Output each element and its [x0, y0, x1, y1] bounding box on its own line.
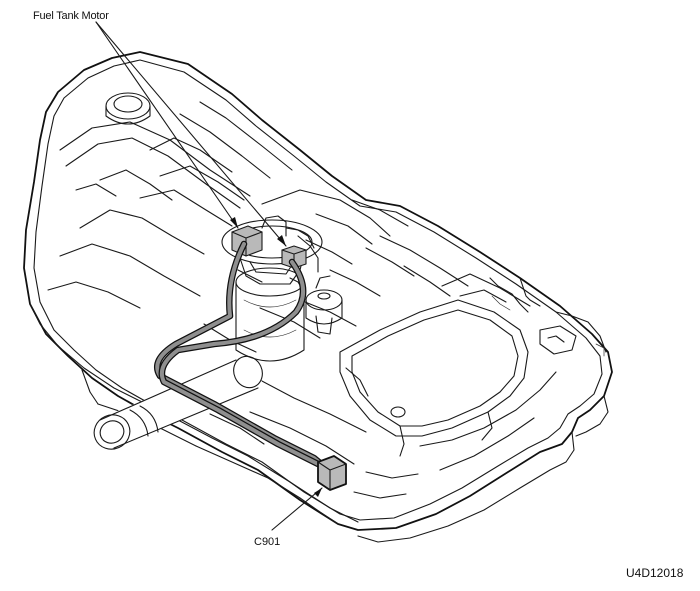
c901-connector	[317, 455, 347, 491]
fuel-tank-motor-label: Fuel Tank Motor	[33, 10, 109, 22]
motor-leader-line	[95, 21, 287, 247]
c901-leader-line	[271, 487, 323, 531]
arrowhead	[277, 235, 286, 246]
wiring-harness	[154, 240, 330, 472]
arrowhead	[230, 217, 238, 228]
fuel-tank-outline	[23, 51, 613, 543]
tank-top-features	[47, 92, 577, 499]
figure-code-label: U4D12018	[626, 566, 684, 580]
arrowhead	[314, 488, 322, 497]
filler-neck-tube	[93, 355, 263, 450]
c901-connector-label: C901	[254, 536, 281, 548]
